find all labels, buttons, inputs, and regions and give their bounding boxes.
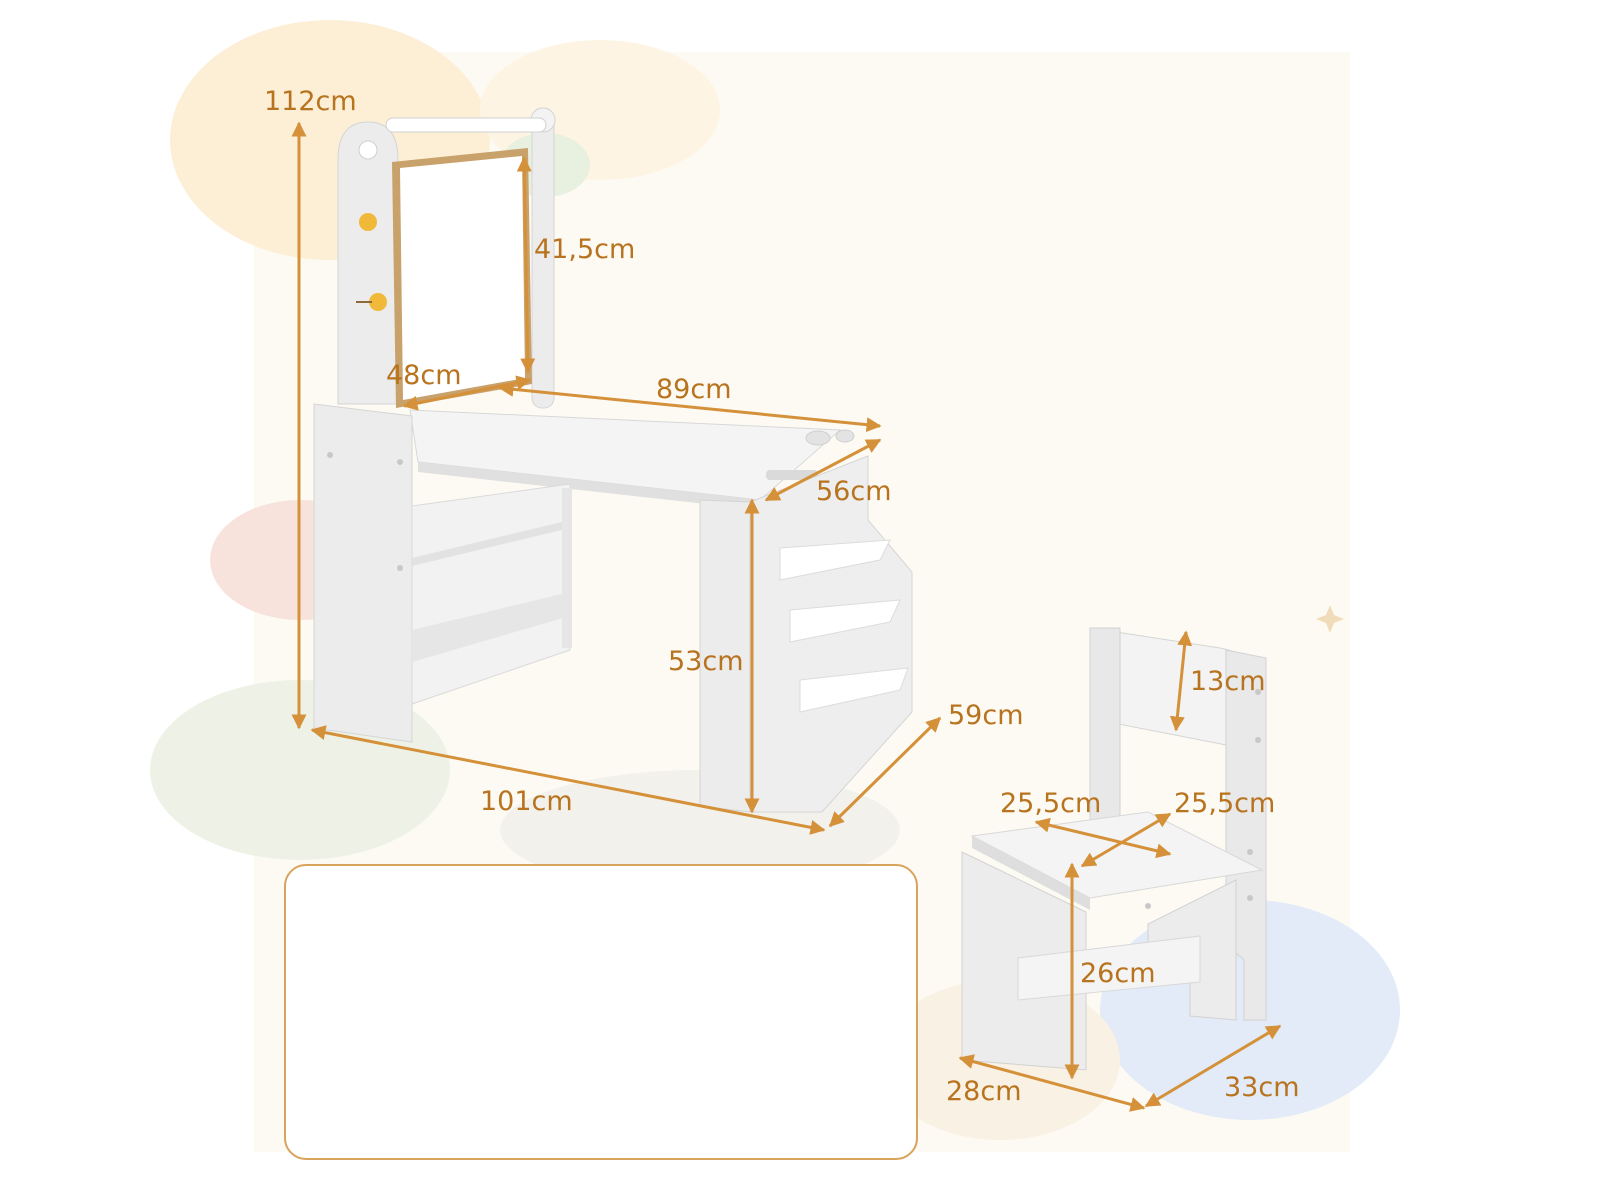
backrest-height-label: 13cm — [1190, 666, 1266, 697]
chair-base-depth-label: 33cm — [1224, 1072, 1300, 1103]
desk-height-label: 53cm — [668, 646, 744, 677]
seat-height-label: 26cm — [1080, 958, 1156, 989]
total-width-label: 101cm — [480, 786, 573, 817]
seat-width-label: 25,5cm — [1000, 788, 1102, 819]
desk-depth-label: 56cm — [816, 476, 892, 507]
board-height-label: 41,5cm — [534, 234, 636, 265]
desk-width-label: 89cm — [656, 374, 732, 405]
seat-depth-label: 25,5cm — [1174, 788, 1276, 819]
accessories-panel — [284, 864, 918, 1160]
board-width-label: 48cm — [386, 360, 462, 391]
dimension-lines — [291, 121, 1282, 1112]
total-depth-label: 59cm — [948, 700, 1024, 731]
art-desk — [313, 107, 913, 813]
chair-base-width-label: 28cm — [946, 1076, 1022, 1107]
total-height-label: 112cm — [264, 86, 357, 117]
